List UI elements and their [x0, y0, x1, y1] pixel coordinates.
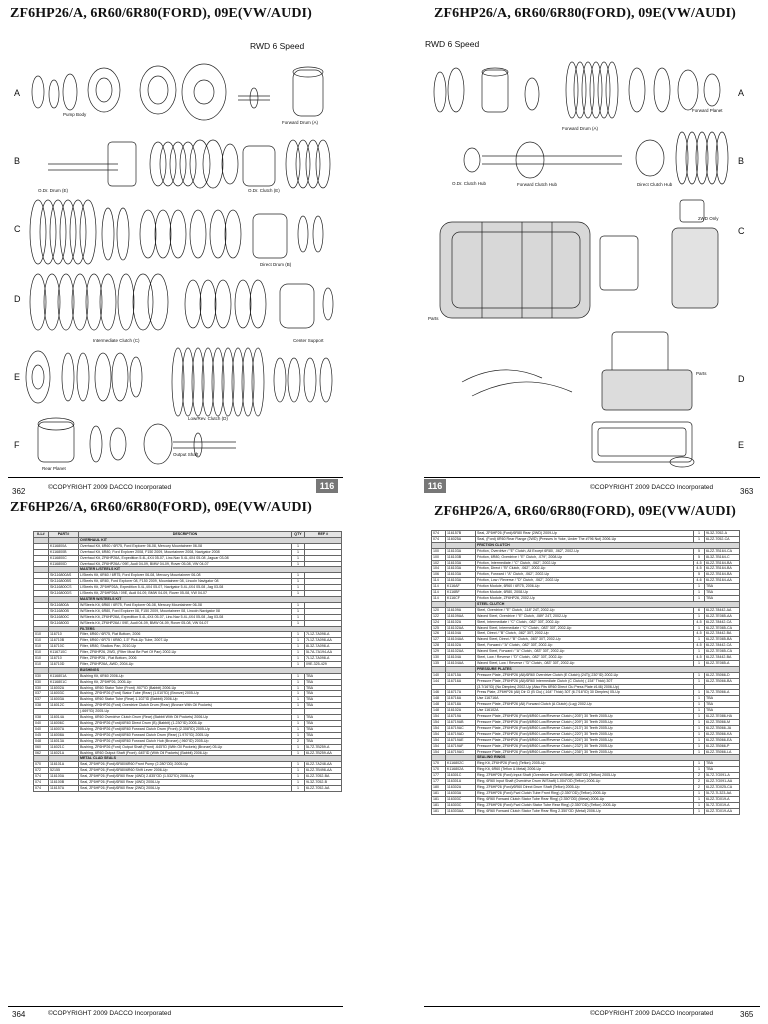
row-b-parts — [48, 139, 331, 189]
callout-odr-hub: O.Dr. Clutch Hub — [452, 181, 487, 186]
footer-rule-top-right — [424, 477, 760, 478]
callout-intermediate-clutch: Intermediate Clutch (C) — [93, 338, 140, 343]
row-label-left-b: B — [14, 156, 21, 166]
copyright-top-right: ©COPYRIGHT 2009 DACCO Incorporated — [590, 484, 714, 491]
page-title-top-right: ZF6HP26/A, 6R60/6R80(FORD), 09E(VW/AUDI) — [434, 6, 736, 21]
callout-odr-drum: O.Dr. Drum (E) — [38, 188, 69, 193]
callout-center-support: Center Support — [293, 338, 324, 343]
row-a-parts — [433, 61, 721, 119]
callout-parts-right: Parts — [696, 371, 707, 376]
exploded-view-diagram-right: Forward Drum (A) Forward Planet O.Dr. Cl… — [428, 61, 729, 468]
callout-rear-planet: Rear Planet — [42, 466, 67, 471]
callout-2wd-only: 2WD Only — [698, 216, 719, 221]
exploded-view-diagram-left: Pump Body Forward Drum (A) O.Dr. Drum (E… — [25, 63, 334, 471]
transmission-case — [439, 199, 719, 319]
row-label-left-f: F — [14, 440, 20, 450]
page-title-bottom-right: ZF6HP26/A, 6R60/6R80(FORD), 09E(VW/AUDI) — [434, 504, 736, 519]
row-label-right-d: D — [738, 374, 745, 384]
callout-forward-clutch: Forward Drum (A) — [562, 126, 599, 131]
chapter-tab-top-left: 116 — [316, 479, 338, 493]
cell-part-number: 116157A — [48, 784, 79, 792]
row-label-right-a: A — [738, 88, 745, 98]
cell-description: Ring, 6R60 Forward Clutch Stator Tube Re… — [475, 807, 694, 815]
page-title-bottom-left: ZF6HP26/A, 6R60/6R80(FORD), 09E(VW/AUDI) — [10, 500, 312, 515]
row-label-right-c: C — [738, 226, 745, 236]
copyright-top-left: ©COPYRIGHT 2009 DACCO Incorporated — [48, 484, 172, 491]
row-d-parts — [461, 331, 693, 411]
parts-table-left: ILL# PART# DESCRIPTION QTY REF # OVERHAU… — [33, 531, 342, 792]
cell-part-number: 116303AA — [445, 807, 476, 815]
row-e-parts — [591, 421, 695, 468]
footer-rule-bottom-right — [424, 1006, 760, 1007]
row-a-parts — [31, 63, 324, 121]
footer-rule-top-left — [8, 477, 343, 478]
callout-parts-left: Parts — [428, 316, 439, 321]
cell-ref: 6L2Z-7052-AA — [304, 784, 342, 792]
page-number-365: 365 — [740, 1010, 754, 1019]
diagram-subtitle-right: RWD 6 Speed — [425, 39, 480, 49]
page-number-364: 364 — [12, 1010, 26, 1019]
callout-output-shaft: Output Shaft — [173, 452, 199, 457]
page-title-top-left: ZF6HP26/A, 6R60/6R80(FORD), 09E(VW/AUDI) — [10, 6, 312, 21]
row-e-parts — [25, 347, 333, 417]
cell-description: Seal, ZF6HP26 (Ford)/6R60 Rear (2WD) 200… — [78, 784, 292, 792]
cell-qty: 1 — [291, 784, 305, 792]
page-number-363: 363 — [740, 487, 754, 496]
row-d-parts — [29, 273, 334, 331]
row-label-left-a: A — [14, 88, 21, 98]
callout-forward-hub: Forward Clutch Hub — [517, 182, 558, 187]
row-label-left-c: C — [14, 224, 21, 234]
row-f-parts — [37, 417, 236, 465]
footer-rule-bottom-left — [8, 1006, 343, 1007]
row-label-right-b: B — [738, 156, 745, 166]
row-b-parts — [463, 131, 729, 185]
chapter-tab-top-right: 116 — [424, 479, 446, 493]
cell-ref: 6L2Z-7D019-AA — [704, 807, 740, 815]
row-c-parts — [29, 199, 324, 265]
diagram-subtitle-left: RWD 6 Speed — [250, 41, 305, 51]
callout-forward-planet: Forward Planet — [692, 108, 723, 113]
cell-ill: 181 — [431, 807, 446, 815]
callout-forward-drum: Forward Drum (A) — [282, 120, 319, 125]
callout-lowrev-clutch: Low/Rev. Clutch (D) — [188, 416, 228, 421]
cell-qty: 1 — [693, 807, 705, 815]
section-row: MASTER L/STEELS KIT — [33, 566, 342, 574]
callout-direct-hub: Direct Clutch Hub — [637, 182, 673, 187]
row-label-left-d: D — [14, 294, 21, 304]
copyright-bottom-right: ©COPYRIGHT 2009 DACCO Incorporated — [590, 1010, 714, 1017]
callout-odr-clutch: O.Dr. Clutch (E) — [248, 188, 280, 193]
row-label-left-e: E — [14, 372, 21, 382]
copyright-bottom-left: ©COPYRIGHT 2009 DACCO Incorporated — [48, 1010, 172, 1017]
callout-pump-body: Pump Body — [63, 112, 87, 117]
cell-ill: 074 — [33, 784, 49, 792]
row-label-right-e: E — [738, 440, 745, 450]
callout-direct-drum: Direct Drum (B) — [260, 262, 292, 267]
page-number-362: 362 — [12, 487, 26, 496]
